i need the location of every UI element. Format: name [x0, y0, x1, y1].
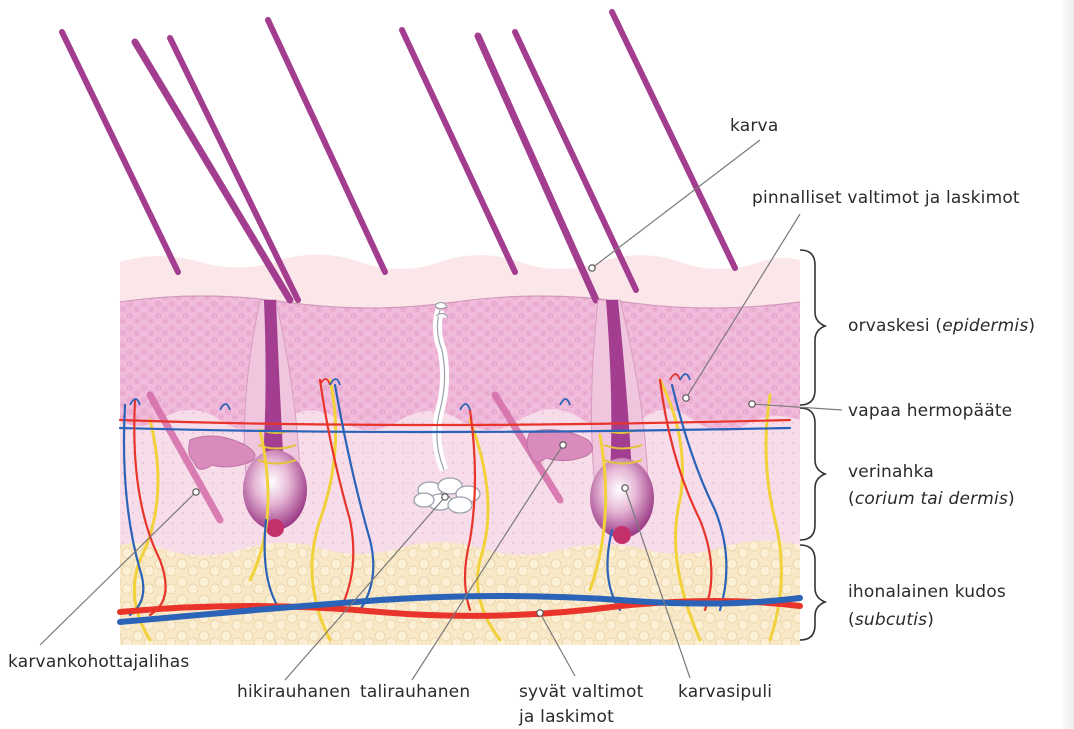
bracket-epidermis: [800, 250, 825, 405]
label-karvasipuli: karvasipuli: [678, 682, 772, 702]
label-syvat-valtimot: syvät valtimot: [519, 682, 643, 702]
label-subcutis-open: (: [848, 610, 855, 630]
layer-brackets: [800, 250, 825, 640]
page-edge-shade: [1060, 0, 1074, 729]
label-ja-laskimot: ja laskimot: [519, 707, 614, 727]
label-hikirauhanen: hikirauhanen: [237, 682, 351, 702]
label-subcutis-latin-text: subcutis: [855, 610, 927, 630]
label-pinnalliset-valtimot: pinnalliset valtimot ja laskimot: [752, 188, 1020, 208]
label-karva: karva: [730, 116, 778, 136]
label-talirauhanen: talirauhanen: [360, 682, 470, 702]
label-vapaa-hermopaate: vapaa hermopääte: [848, 401, 1012, 421]
label-verinahka-open: (: [848, 489, 855, 509]
label-subcutis: (subcutis): [848, 610, 934, 630]
label-verinahka: verinahka: [848, 462, 934, 482]
bracket-dermis: [800, 408, 825, 540]
label-ihonalainen-kudos: ihonalainen kudos: [848, 582, 1006, 602]
bracket-subcutis: [800, 545, 825, 640]
label-orvaskesi-latin: epidermis: [942, 316, 1028, 336]
label-orvaskesi: orvaskesi (epidermis): [848, 316, 1035, 336]
label-verinahka-latin-text: corium tai dermis: [855, 489, 1008, 509]
label-verinahka-latin: (corium tai dermis): [848, 489, 1015, 509]
label-orvaskesi-close: ): [1028, 316, 1035, 336]
label-verinahka-close: ): [1008, 489, 1015, 509]
epidermis-layer: [120, 254, 800, 431]
label-orvaskesi-main: orvaskesi (: [848, 316, 942, 336]
label-karvankohottajalihas: karvankohottajalihas: [8, 652, 189, 672]
label-subcutis-close: ): [927, 610, 934, 630]
